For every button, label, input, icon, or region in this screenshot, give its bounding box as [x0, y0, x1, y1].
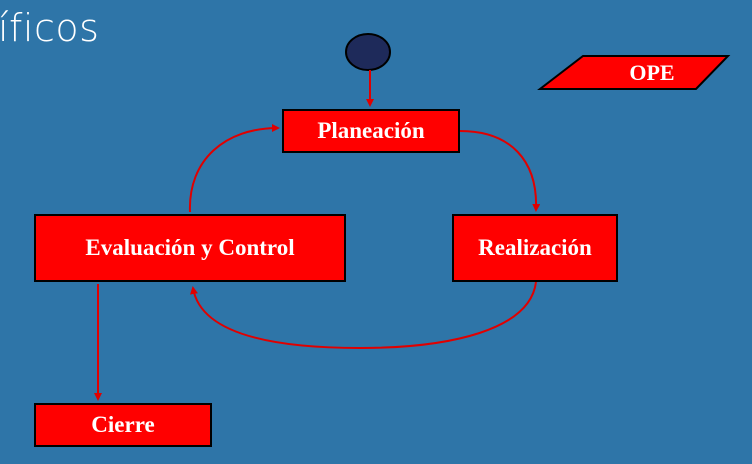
start-node: [345, 33, 391, 71]
ope-label: OPE: [629, 60, 675, 85]
planeacion-node: Planeación: [282, 109, 460, 153]
slide-title: íficos: [0, 6, 100, 50]
evaluacion-control-node: Evaluación y Control: [34, 214, 346, 282]
arrow-evaluacion-to-planeacion: [188, 124, 280, 213]
arrow-realizacion-to-evaluacion: [190, 281, 537, 350]
cierre-node: Cierre: [34, 403, 212, 447]
ope-shape: [537, 55, 731, 90]
arrow-planeacion-to-realizacion: [459, 130, 541, 212]
realizacion-node: Realización: [452, 214, 618, 282]
